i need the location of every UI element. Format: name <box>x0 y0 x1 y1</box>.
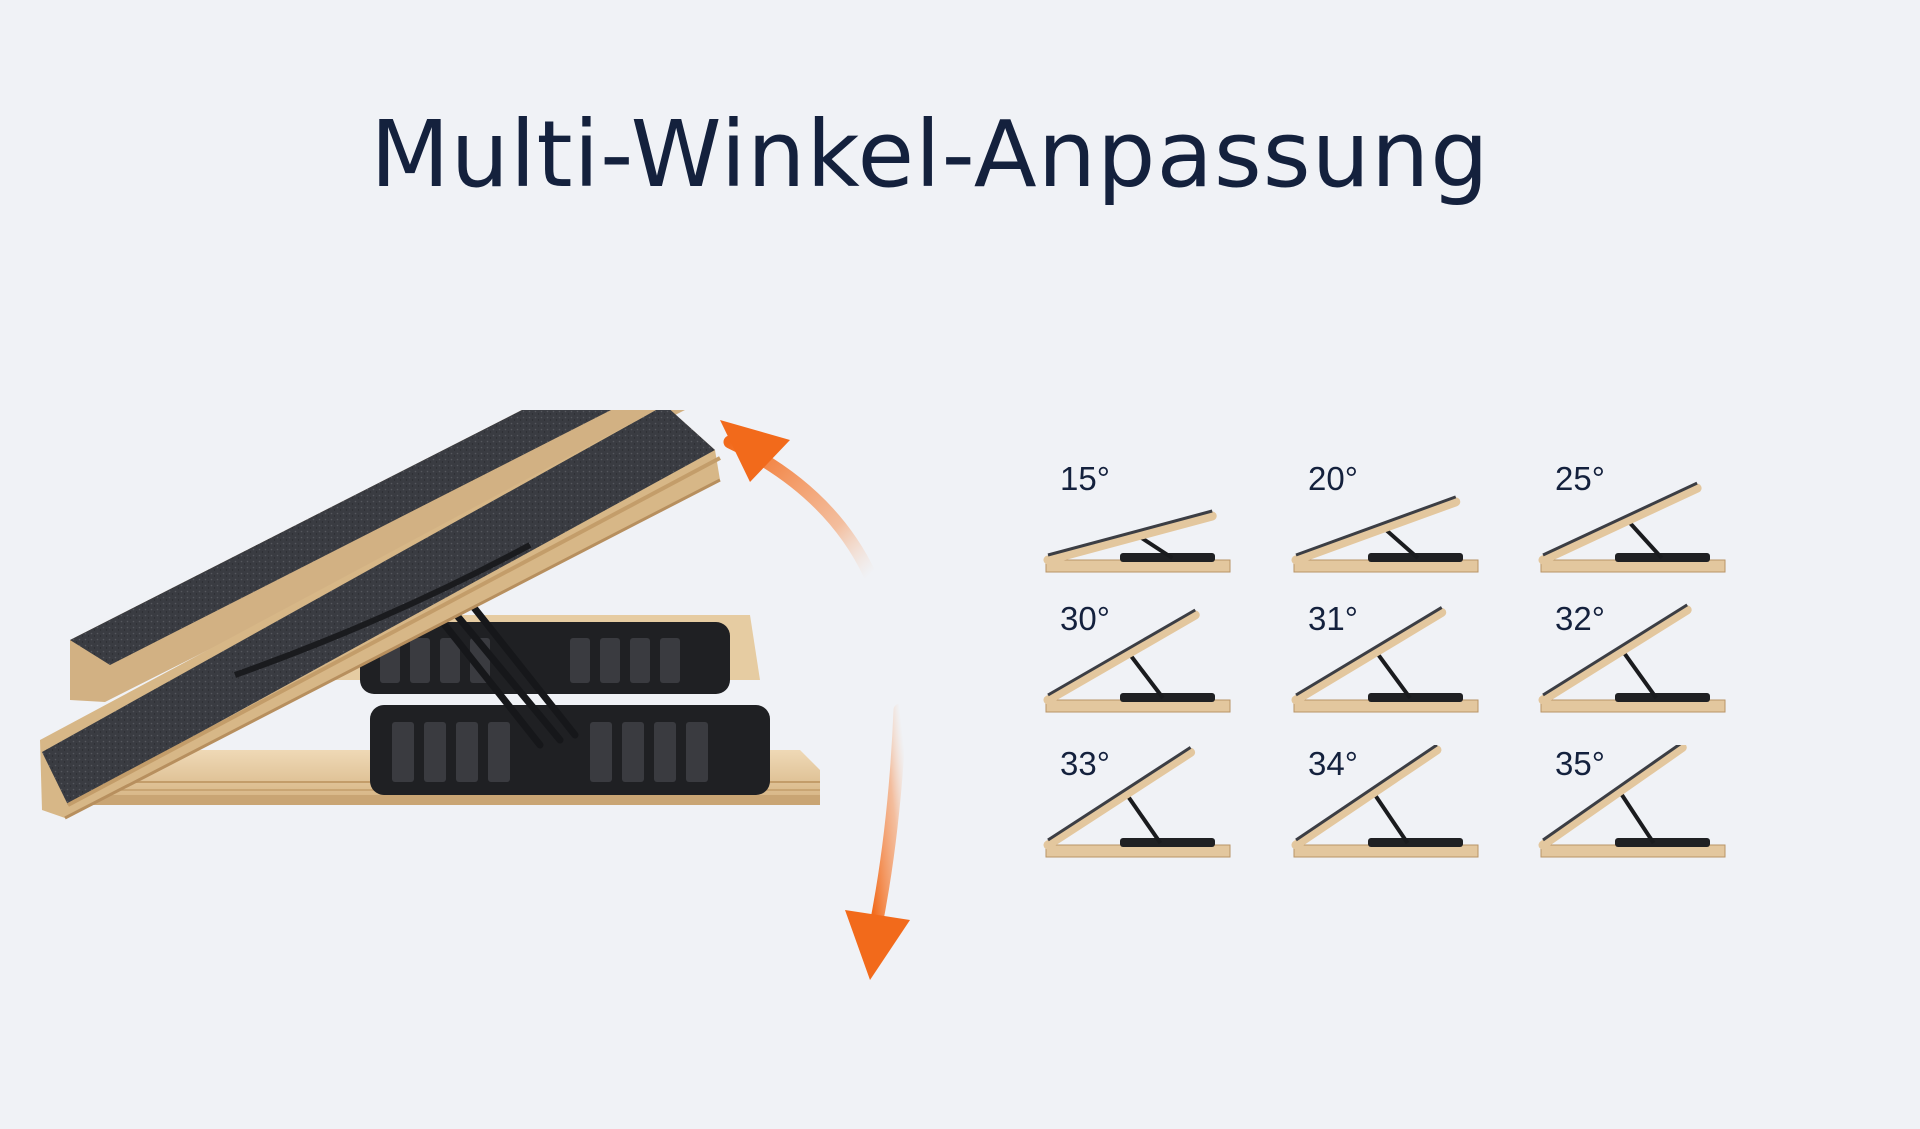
mini-slant-board-icon <box>1043 608 1231 713</box>
angle-label: 30° <box>1060 600 1110 637</box>
angle-cell: 15° <box>1040 460 1250 580</box>
angle-cell: 34° <box>1288 745 1498 865</box>
slant-board-icon <box>40 410 910 980</box>
angle-label: 32° <box>1555 600 1605 637</box>
mini-slant-board-icon <box>1538 481 1726 573</box>
mini-slant-board-icon <box>1043 746 1231 858</box>
mini-slant-board-icon <box>1291 495 1479 573</box>
angle-cell: 20° <box>1288 460 1498 580</box>
mini-slant-board-icon <box>1043 509 1231 573</box>
angle-cell: 30° <box>1040 600 1250 720</box>
mini-slant-board-icon <box>1538 603 1726 713</box>
angle-cell: 35° <box>1535 745 1745 865</box>
angle-cell: 31° <box>1288 600 1498 720</box>
angle-cell: 33° <box>1040 745 1250 865</box>
angle-label: 33° <box>1060 745 1110 782</box>
angle-cell: 32° <box>1535 600 1745 720</box>
mini-slant-board-icon <box>1291 606 1479 713</box>
page-title: Multi-Winkel-Anpassung <box>370 101 1490 208</box>
curved-double-arrow-icon <box>720 420 910 980</box>
angle-label: 15° <box>1060 460 1110 497</box>
angle-label: 34° <box>1308 745 1358 782</box>
angle-label: 25° <box>1555 460 1605 497</box>
angle-cell: 25° <box>1535 460 1745 580</box>
angle-grid: 15° 20° 25° 30° 31° 32° 33° 34° 35° <box>1040 460 1760 880</box>
mini-slant-board-icon <box>1538 745 1726 858</box>
angle-label: 35° <box>1555 745 1605 782</box>
angle-label: 31° <box>1308 600 1358 637</box>
mini-slant-board-icon <box>1291 745 1479 858</box>
angle-label: 20° <box>1308 460 1358 497</box>
